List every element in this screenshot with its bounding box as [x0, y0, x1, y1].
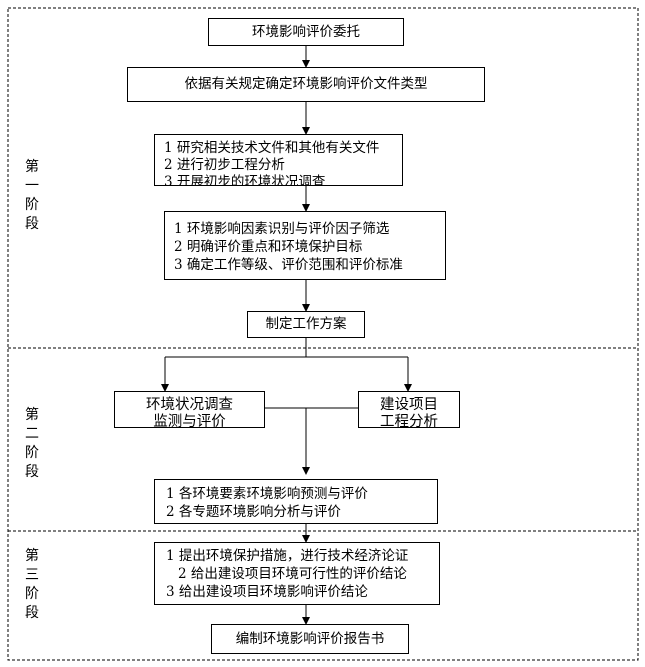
box-determine-type-text: 依据有关规定确定环境影响评价文件类型 [184, 76, 428, 92]
stage-3-char: 三 [25, 567, 39, 583]
stage-1-char: 阶 [25, 197, 39, 213]
box-project-analysis-line: 建设项目 [380, 397, 438, 413]
box-study: 1 研究相关技术文件和其他有关文件 2 进行初步工程分析 3 开展初步的环境状况… [154, 134, 403, 186]
box-commission-text: 环境影响评价委托 [252, 24, 360, 40]
stage-1-char: 一 [25, 178, 39, 194]
box-commission: 环境影响评价委托 [208, 18, 404, 46]
box-predict-line: 1 各环境要素环境影响预测与评价 [166, 486, 368, 502]
box-determine-type: 依据有关规定确定环境影响评价文件类型 [127, 67, 485, 102]
box-project-analysis: 建设项目 工程分析 [358, 391, 460, 428]
stage-2-char: 第 [25, 407, 39, 423]
stage-label-3: 第 三 阶 段 [20, 547, 44, 623]
box-work-plan-text: 制定工作方案 [265, 316, 347, 332]
box-measures-line: 2 给出建设项目环境可行性的评价结论 [178, 566, 407, 582]
box-report: 编制环境影响评价报告书 [211, 624, 409, 654]
stage-3-char: 阶 [25, 586, 39, 602]
box-predict-line: 2 各专题环境影响分析与评价 [166, 504, 341, 520]
stage-3-char: 第 [25, 548, 39, 564]
box-identify-line: 2 明确评价重点和环境保护目标 [174, 239, 363, 255]
box-work-plan: 制定工作方案 [247, 311, 365, 338]
stage-1-char: 第 [25, 159, 39, 175]
box-identify-line: 1 环境影响因素识别与评价因子筛选 [174, 221, 390, 237]
stage-2-char: 二 [25, 426, 39, 442]
box-env-survey-line: 监测与评价 [153, 414, 226, 428]
stage-label-2: 第 二 阶 段 [20, 406, 44, 482]
box-measures-line: 3 给出建设项目环境影响评价结论 [166, 584, 368, 600]
box-study-line: 1 研究相关技术文件和其他有关文件 [164, 140, 380, 156]
box-env-survey: 环境状况调查 监测与评价 [114, 391, 265, 428]
stage-frame [7, 7, 639, 661]
stage-3-char: 段 [25, 605, 39, 621]
box-report-text: 编制环境影响评价报告书 [235, 631, 385, 647]
stage-2-char: 段 [25, 464, 39, 480]
box-study-line: 3 开展初步的环境状况调查 [164, 174, 326, 186]
stage-2-char: 阶 [25, 445, 39, 461]
box-measures: 1 提出环境保护措施，进行技术经济论证 2 给出建设项目环境可行性的评价结论 3… [154, 542, 440, 605]
box-env-survey-line: 环境状况调查 [146, 397, 233, 413]
box-predict: 1 各环境要素环境影响预测与评价 2 各专题环境影响分析与评价 [154, 479, 438, 524]
box-study-line: 2 进行初步工程分析 [164, 157, 285, 173]
box-identify-line: 3 确定工作等级、评价范围和评价标准 [174, 257, 403, 273]
box-measures-line: 1 提出环境保护措施，进行技术经济论证 [166, 548, 409, 564]
stage-label-1: 第 一 阶 段 [20, 158, 44, 234]
stage-1-char: 段 [25, 216, 39, 232]
box-project-analysis-line: 工程分析 [380, 414, 438, 428]
box-identify: 1 环境影响因素识别与评价因子筛选 2 明确评价重点和环境保护目标 3 确定工作… [164, 211, 446, 280]
